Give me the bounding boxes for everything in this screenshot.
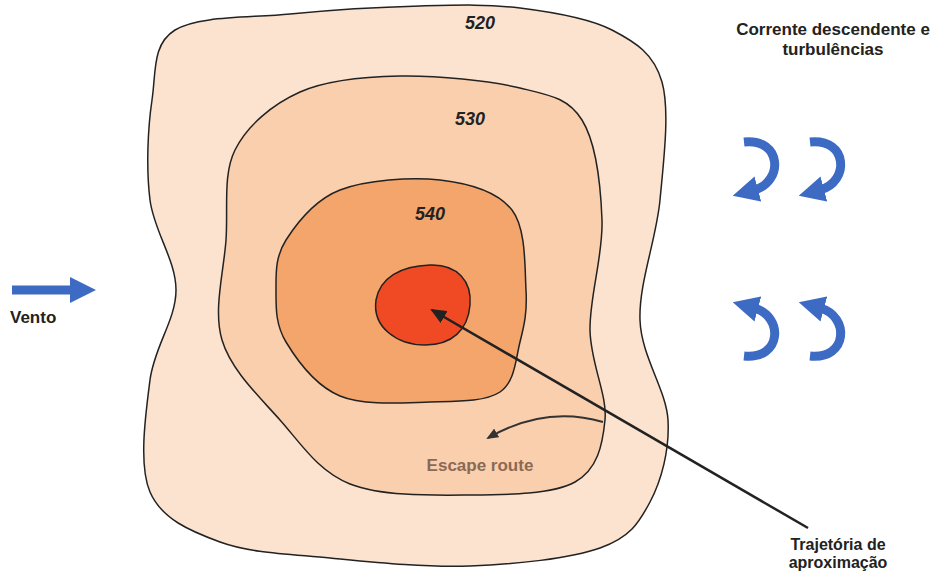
elevation-number: 540 [415, 205, 445, 225]
elevation-number: 520 [465, 14, 495, 34]
contour-region: 530 540 [205, 65, 620, 505]
turbulence-arrows [744, 142, 841, 357]
escape-arrow [488, 416, 603, 438]
contour-region: 520 530 540 [138, 0, 678, 572]
map-label: Escape route [395, 456, 565, 476]
contour-line [218, 76, 605, 495]
elevation-number: 530 [455, 110, 485, 130]
turbulence-arrow [744, 308, 775, 356]
map-label: Vento [10, 308, 90, 328]
approach-path [432, 310, 808, 528]
turbulence-arrow [810, 308, 841, 356]
contour-region: 540 [265, 170, 540, 410]
map-label: Corrente descendente e turbulências [735, 20, 931, 59]
contour-line [276, 179, 526, 403]
map-label: Trajetória de aproximação [745, 536, 931, 573]
contour-outline [265, 170, 540, 410]
contour-line [144, 5, 669, 566]
turbulence-arrow [810, 142, 841, 190]
summit-area [376, 265, 471, 345]
turbulence-arrow [744, 142, 775, 190]
wind-arrow [12, 286, 74, 295]
